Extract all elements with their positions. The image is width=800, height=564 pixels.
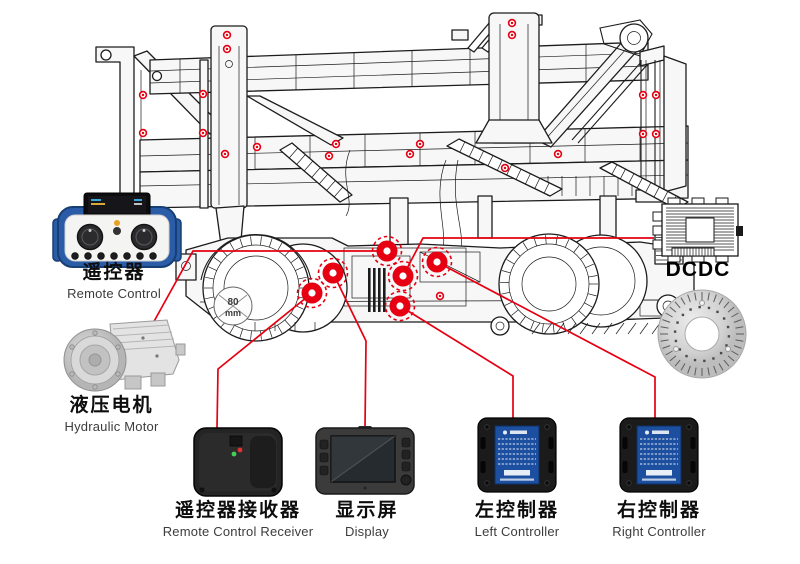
bolt-dot bbox=[252, 142, 262, 152]
fastener-dots bbox=[138, 18, 661, 301]
hydraulic-motor-label-en: Hydraulic Motor bbox=[64, 418, 159, 434]
hydraulic-motor-label-zh: 液压电机 bbox=[69, 395, 154, 416]
marker-dcdc bbox=[387, 260, 419, 292]
bolt-dot bbox=[638, 90, 648, 100]
remote-control-label-en: Remote Control bbox=[67, 285, 161, 301]
line-display bbox=[332, 272, 367, 429]
hydraulic-motor-label: 液压电机 Hydraulic Motor bbox=[34, 395, 189, 435]
bolt-dot bbox=[138, 90, 148, 100]
bolt-dot bbox=[500, 163, 510, 173]
marker-right-controller bbox=[421, 246, 453, 278]
bolt-dot bbox=[198, 128, 208, 138]
bolt-dot bbox=[507, 30, 517, 40]
bolt-dot bbox=[651, 129, 661, 139]
display-label-zh: 显示屏 bbox=[335, 500, 399, 521]
dial-disc-image bbox=[657, 289, 747, 379]
bolt-dot bbox=[435, 291, 445, 301]
bolt-dot bbox=[220, 149, 230, 159]
display-image bbox=[315, 426, 415, 495]
receiver-label-zh: 遥控器接收器 bbox=[174, 500, 301, 521]
bolt-dot bbox=[331, 139, 341, 149]
remote-control-receiver-image bbox=[193, 427, 283, 497]
marker-receiver bbox=[296, 277, 328, 309]
display-label-en: Display bbox=[344, 523, 390, 539]
line-hydraulic-motor bbox=[151, 250, 387, 326]
right-controller-label-zh: 右控制器 bbox=[616, 500, 701, 521]
dcdc-image bbox=[652, 197, 743, 263]
left-controller-label-zh: 左控制器 bbox=[474, 500, 559, 521]
marker-display bbox=[317, 257, 349, 289]
remote-control-label: 遥控器 Remote Control bbox=[38, 262, 190, 302]
line-right-controller bbox=[436, 261, 656, 418]
marker-left-controller bbox=[384, 290, 416, 322]
bolt-dot bbox=[507, 18, 517, 28]
line-receiver bbox=[216, 292, 313, 429]
receiver-label: 遥控器接收器 Remote Control Receiver bbox=[138, 500, 338, 540]
bolt-dot bbox=[553, 149, 563, 159]
hydraulic-motor-image bbox=[63, 319, 186, 392]
connection-lines bbox=[151, 237, 656, 429]
right-controller-label: 右控制器 Right Controller bbox=[598, 500, 720, 540]
bolt-dot bbox=[222, 44, 232, 54]
remote-control-image bbox=[52, 192, 182, 268]
line-left-controller bbox=[399, 305, 514, 418]
bolt-dot bbox=[198, 89, 208, 99]
bolt-dot bbox=[324, 151, 334, 161]
bolt-dot bbox=[638, 129, 648, 139]
bolt-dot bbox=[415, 139, 425, 149]
location-markers bbox=[296, 235, 453, 322]
dcdc-label: DCDC bbox=[665, 258, 731, 281]
left-controller-label-en: Left Controller bbox=[474, 523, 560, 539]
bolt-dot bbox=[651, 90, 661, 100]
wheel-size-label: 80 bbox=[227, 297, 239, 308]
right-controller-image bbox=[619, 417, 699, 493]
left-controller-image bbox=[477, 417, 557, 493]
wheel-size-callout: 80 mm bbox=[213, 286, 253, 326]
left-controller-label: 左控制器 Left Controller bbox=[456, 500, 578, 540]
display-label: 显示屏 Display bbox=[306, 500, 428, 540]
right-controller-label-en: Right Controller bbox=[612, 523, 706, 539]
marker-hydraulic-motor bbox=[371, 235, 403, 267]
bolt-dot bbox=[138, 128, 148, 138]
remote-control-label-zh: 遥控器 bbox=[82, 262, 146, 283]
receiver-label-en: Remote Control Receiver bbox=[162, 523, 314, 539]
bolt-dot bbox=[405, 149, 415, 159]
wheel-size-label-unit: mm bbox=[225, 308, 241, 318]
bolt-dot bbox=[222, 30, 232, 40]
